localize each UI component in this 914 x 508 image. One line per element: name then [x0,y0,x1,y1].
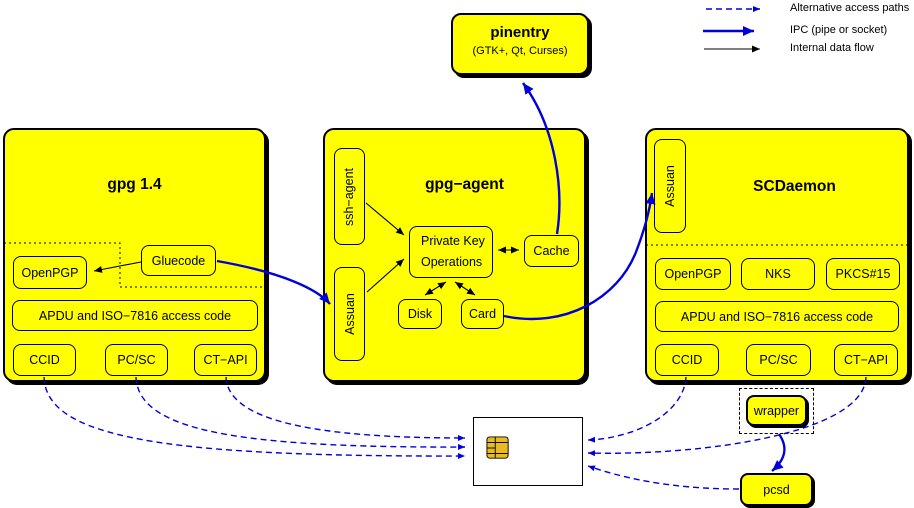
scdaemon-pkcs15-box: PKCS#15 [826,258,900,290]
scdaemon-pcsc-box: PC/SC [746,344,811,376]
card-box: Card [461,299,504,329]
smartcard [473,417,583,486]
pinentry-box: pinentry (GTK+, Qt, Curses) [451,13,589,75]
gpg-agent-title: gpg−agent [425,176,504,193]
alt-gpg14-pcsc-to-card [135,376,466,451]
scdaemon-apdu-box: APDU and ISO−7816 access code [655,301,899,332]
ssh-agent-label: ssh−agent [342,167,357,226]
cache-box: Cache [524,235,579,267]
pcsd-box: pcsd [740,473,813,506]
wrapper-box: wrapper [746,395,807,426]
smartcard-chip-icon [486,436,509,459]
gpg14-ccid-box: CCID [13,344,76,376]
private-key-operations-box: Private Key Operations [409,226,493,278]
alt-scdaemon-ccid-to-card [587,376,687,443]
legend-label-internal: Internal data flow [790,42,874,54]
pinentry-subtitle: (GTK+, Qt, Curses) [472,45,568,57]
alt-pcsd-to-card [587,465,740,490]
gpg14-apdu-box: APDU and ISO−7816 access code [12,300,258,331]
scdaemon-ccid-box: CCID [655,344,719,376]
pinentry-title: pinentry [490,24,550,41]
alt-gpg14-ccid-to-card [43,376,466,460]
assuan-label: Assuan [342,293,357,335]
disk-box: Disk [398,299,442,329]
scdaemon-openpgp-box: OpenPGP [655,258,731,290]
legend-label-alternative: Alternative access paths [790,2,910,14]
scdaemon-nks-box: NKS [741,258,815,290]
scdaemon-ctapi-box: CT−API [834,344,898,376]
gpg-agent-ssh-agent-box: ssh−agent [334,148,365,245]
gpg14-ctapi-box: CT−API [194,344,257,376]
scdaemon-title: SCDaemon [753,178,836,195]
scd-assuan-label: Assuan [663,165,678,207]
alt-scdaemon-ctapi-to-card [587,376,867,457]
pko-line2: Operations [421,255,483,269]
scdaemon-assuan-box: Assuan [654,139,686,233]
pko-line1: Private Key [421,234,485,248]
gpg14-title: gpg 1.4 [107,176,162,193]
gpg-agent-assuan-box: Assuan [334,267,365,361]
gpg14-gluecode-box: Gluecode [141,245,216,276]
ipc-wrapper-to-pcsd [771,433,786,472]
legend-label-ipc: IPC (pipe or socket) [790,24,888,36]
gpg14-openpgp-box: OpenPGP [13,256,87,289]
alt-gpg14-ctapi-to-card [225,376,466,441]
gpg14-pcsc-box: PC/SC [105,344,168,376]
